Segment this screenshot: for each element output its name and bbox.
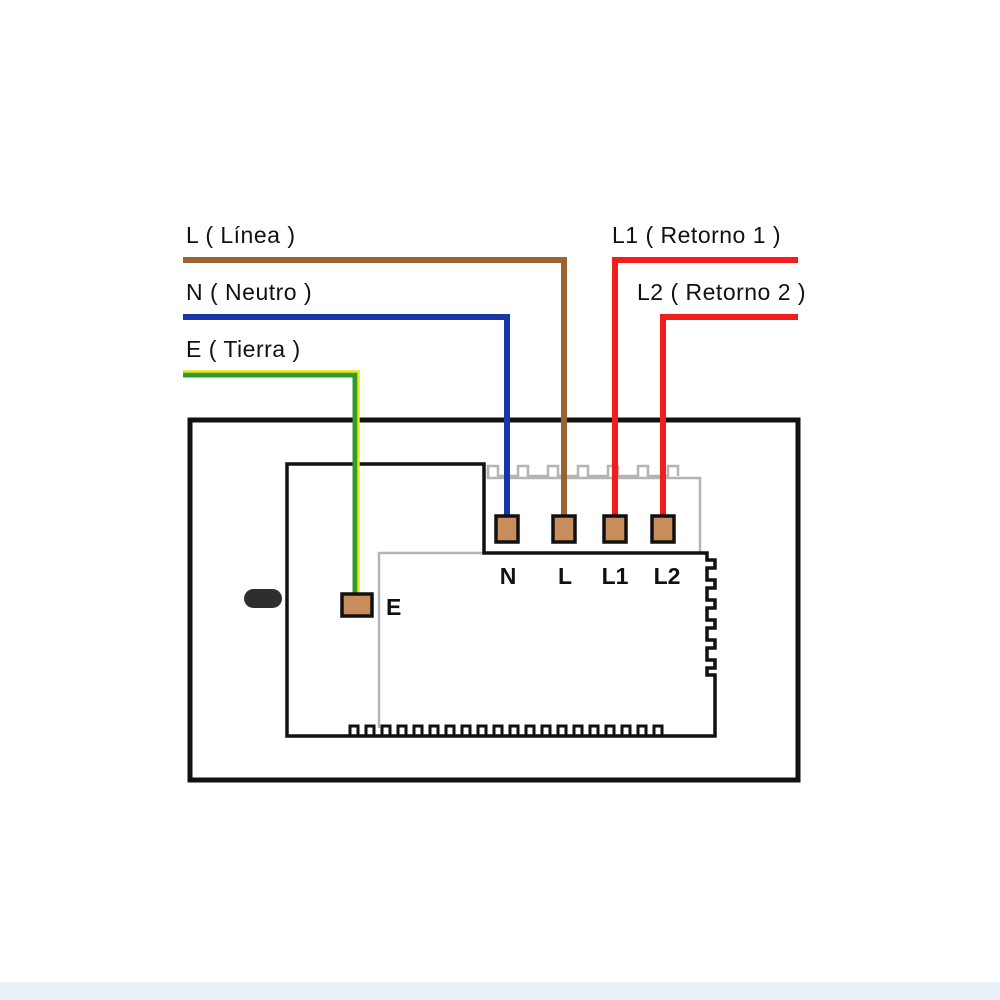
terminal-neutral-label: N — [500, 563, 517, 589]
terminal-line — [551, 514, 577, 544]
terminal-return-1 — [602, 514, 628, 544]
return-2-wire — [660, 314, 798, 518]
terminal-earth-label: E — [386, 594, 401, 620]
return-1-wire-label: L1 ( Retorno 1 ) — [612, 222, 781, 248]
earth-wire-label: E ( Tierra ) — [186, 336, 301, 362]
neutral-wire — [183, 314, 510, 518]
bottom-strip — [0, 982, 1000, 1000]
terminal-return-2-label: L2 — [654, 563, 681, 589]
neutral-wire-label: N ( Neutro ) — [186, 279, 312, 305]
terminal-return-1-label: L1 — [602, 563, 629, 589]
module-inner-outline — [377, 468, 702, 728]
return-1-wire — [612, 257, 798, 518]
module-bottom-notches — [348, 724, 664, 738]
switch-module-outline — [285, 462, 717, 738]
line-wire-label: L ( Línea ) — [186, 222, 295, 248]
mounting-slot — [244, 589, 282, 608]
switch-plate-outline — [187, 417, 801, 783]
return-2-wire-label: L2 ( Retorno 2 ) — [637, 279, 806, 305]
earth-wire-stripe — [183, 370, 360, 595]
terminal-neutral — [494, 514, 520, 544]
terminal-line-label: L — [558, 563, 572, 589]
terminal-earth — [340, 592, 374, 618]
terminal-block-crenellation — [486, 464, 680, 478]
terminal-return-2 — [650, 514, 676, 544]
line-wire — [183, 257, 567, 518]
earth-wire — [183, 370, 360, 595]
